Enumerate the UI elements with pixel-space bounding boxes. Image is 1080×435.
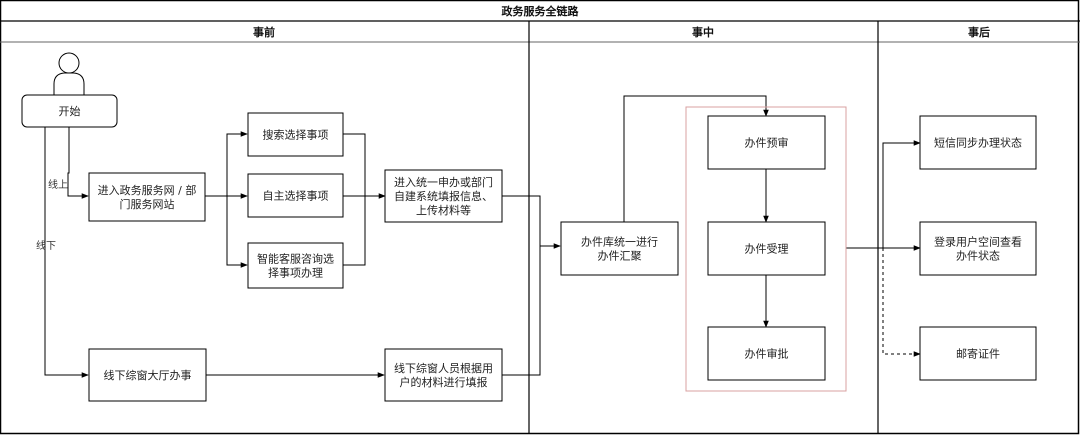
node-smart-cs[interactable] bbox=[247, 242, 344, 289]
lane-header-after: 事后 bbox=[968, 25, 990, 39]
edge-portal-smartcs bbox=[226, 196, 248, 268]
node-sms[interactable] bbox=[919, 115, 1037, 170]
node-unified-fill-label: 进入统一申办或部门 bbox=[394, 175, 493, 189]
person-icon bbox=[53, 52, 85, 96]
diagram-title: 政务服务全链路 bbox=[502, 4, 580, 18]
node-unified-fill-label: 自建系统填报信息、 bbox=[394, 189, 493, 203]
node-pre-review[interactable] bbox=[707, 115, 826, 170]
node-mail[interactable] bbox=[919, 326, 1037, 381]
node-approve-label: 办件审批 bbox=[745, 347, 789, 361]
node-user-space-label: 登录用户空间查看 bbox=[934, 235, 1022, 249]
edge-start-portal bbox=[67, 127, 89, 199]
node-portal[interactable] bbox=[88, 172, 206, 222]
node-offline-fill-label: 户的材料进行填报 bbox=[400, 375, 488, 389]
node-smart-cs-label: 择事项办理 bbox=[268, 266, 323, 280]
node-search-label: 搜索选择事项 bbox=[263, 128, 329, 142]
node-unified-fill-label: 上传材料等 bbox=[416, 203, 471, 217]
node-accept-label: 办件受理 bbox=[745, 243, 789, 256]
node-offline-hall[interactable] bbox=[88, 348, 207, 402]
lane-header-before: 事前 bbox=[253, 25, 275, 39]
edge-label-online: 线上 bbox=[48, 178, 68, 191]
node-user-space[interactable] bbox=[919, 221, 1037, 276]
edge-branches-merge bbox=[343, 133, 366, 266]
node-aggregate[interactable] bbox=[560, 221, 679, 276]
edge-portal-search bbox=[226, 131, 248, 196]
node-mail-label: 邮寄证件 bbox=[956, 347, 1000, 361]
edge-to-aggregate-merge bbox=[502, 195, 541, 376]
node-self-select-label: 自主选择事项 bbox=[263, 189, 329, 203]
node-approve[interactable] bbox=[707, 326, 826, 381]
node-offline-fill[interactable] bbox=[384, 348, 503, 402]
node-accept[interactable] bbox=[707, 221, 826, 276]
node-user-space-label: 办件状态 bbox=[956, 249, 1000, 263]
node-sms-label: 短信同步办理状态 bbox=[934, 136, 1022, 150]
processing-group bbox=[685, 106, 847, 392]
node-aggregate-label: 办件库统一进行 bbox=[581, 236, 658, 249]
node-portal-label: 进入政务服务网 / 部 bbox=[98, 183, 197, 197]
edge-aggregate-prereview bbox=[623, 95, 769, 222]
start-label: 开始 bbox=[59, 104, 81, 118]
node-aggregate-label: 办件汇聚 bbox=[598, 250, 642, 263]
lane-header-during: 事中 bbox=[692, 25, 714, 39]
edge-group-sms bbox=[882, 140, 921, 248]
node-smart-cs-label: 智能客服咨询选 bbox=[257, 252, 334, 266]
node-search[interactable] bbox=[247, 112, 344, 157]
node-portal-label: 门服务网站 bbox=[120, 197, 175, 211]
edge-label-offline: 线下 bbox=[36, 239, 56, 252]
node-unified-fill[interactable] bbox=[384, 169, 503, 223]
node-offline-fill-label: 线下综窗人员根据用 bbox=[394, 361, 493, 375]
node-offline-hall-label: 线下综窗大厅办事 bbox=[104, 368, 192, 382]
node-self-select[interactable] bbox=[247, 173, 344, 218]
edge-start-offline bbox=[44, 127, 89, 378]
node-pre-review-label: 办件预审 bbox=[745, 136, 789, 150]
